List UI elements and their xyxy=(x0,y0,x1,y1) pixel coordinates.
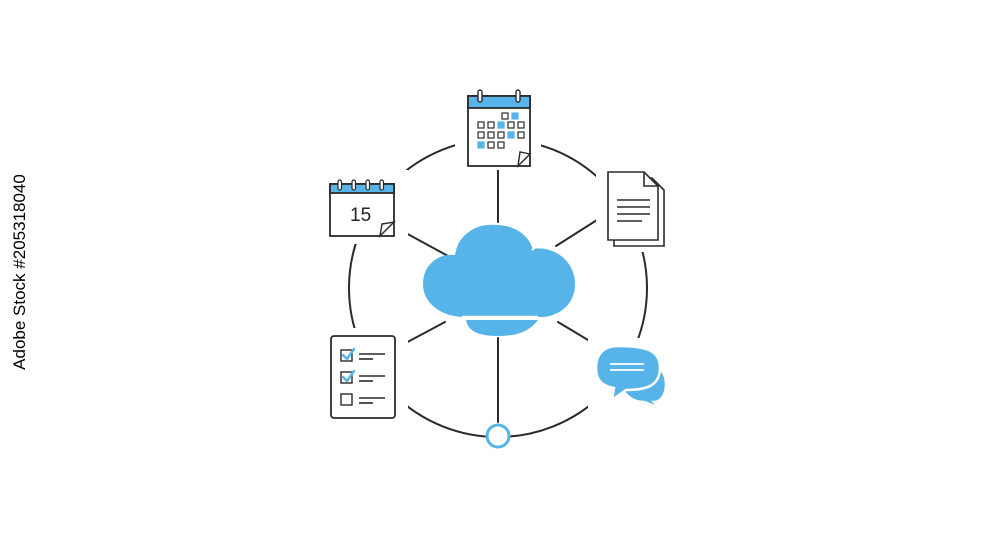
checklist-icon xyxy=(330,335,396,419)
calendar-grid-icon xyxy=(467,89,532,168)
chat-bubbles-icon xyxy=(594,344,668,410)
document-icon xyxy=(607,171,665,247)
cloud-icon xyxy=(422,224,576,336)
spoke-top-right xyxy=(555,219,598,247)
spoke-top-left xyxy=(403,231,449,257)
node-circle-icon xyxy=(485,423,511,449)
calendar-day-number: 15 xyxy=(350,205,371,226)
calendar-day-icon: 15 xyxy=(329,179,397,239)
